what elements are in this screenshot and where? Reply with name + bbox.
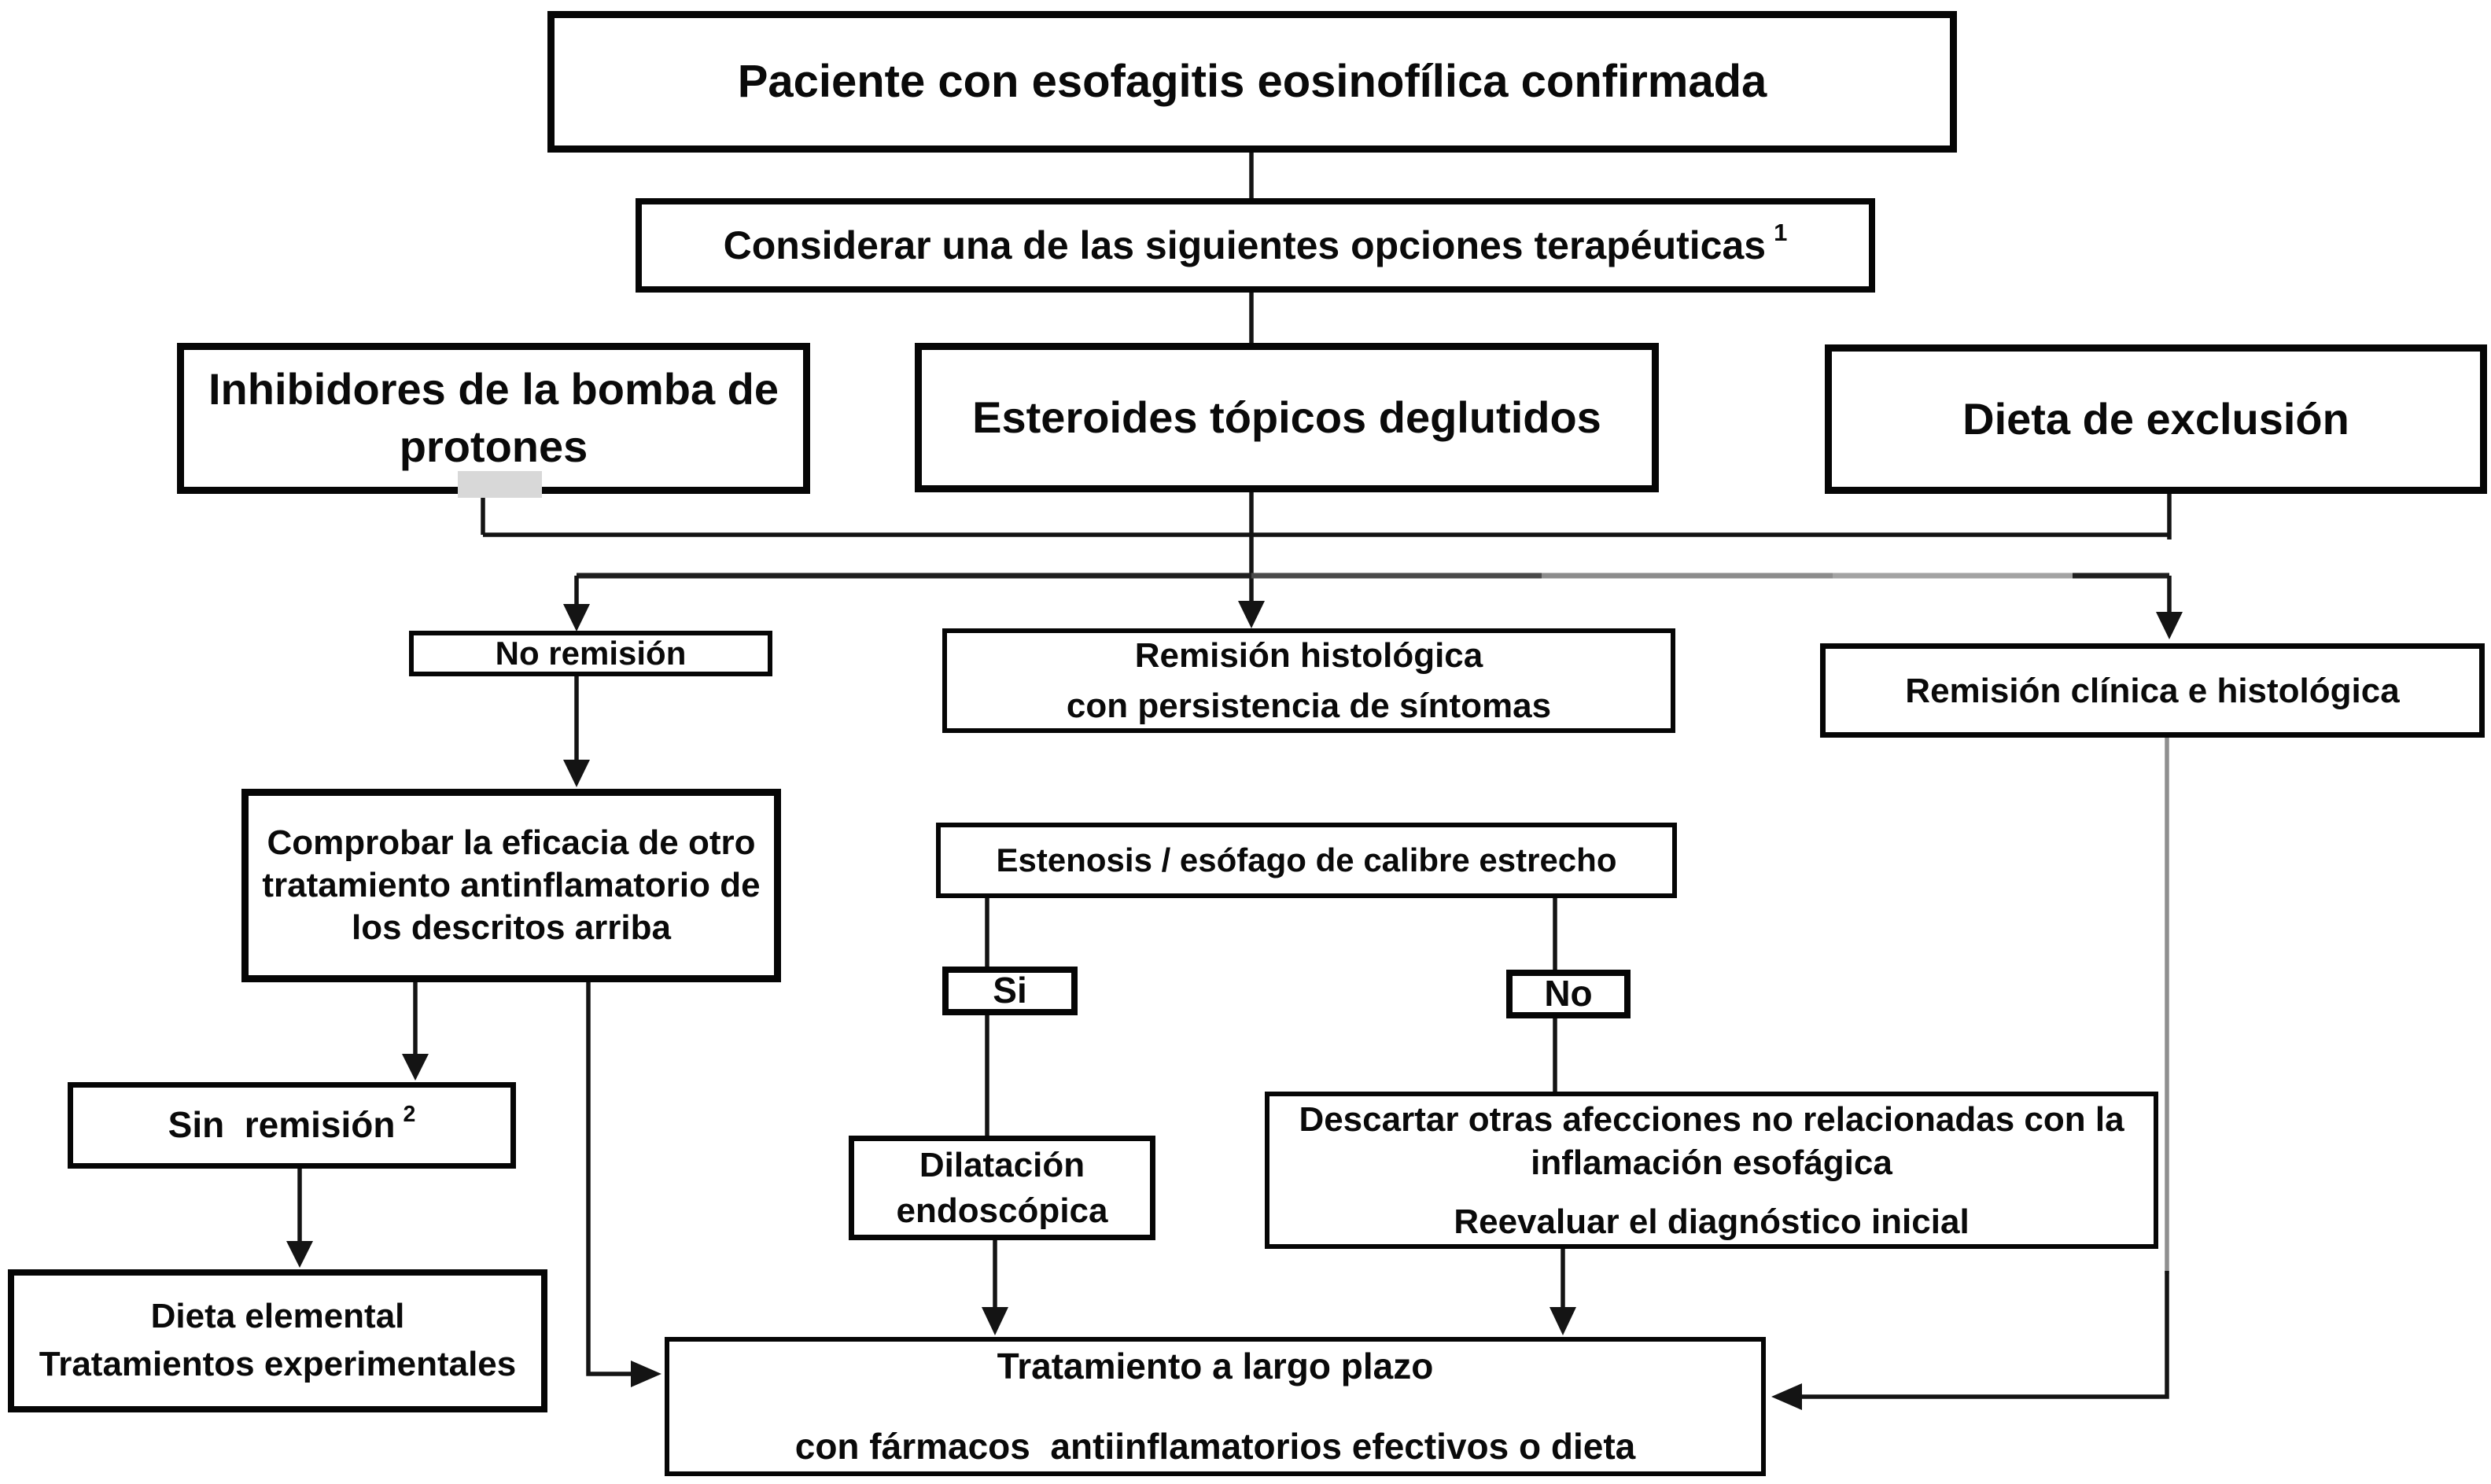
- node-yes-label: Si: [993, 970, 1027, 1011]
- node-stenosis-label: Estenosis / esófago de calibre estrecho: [996, 841, 1617, 878]
- node-histologic-line2: con persistencia de síntomas: [1066, 686, 1552, 725]
- arrowhead-elemental: [286, 1241, 313, 1268]
- node-exclusion-diet: Dieta de exclusión: [1825, 344, 2487, 494]
- node-histologic-remission: Remisión histológica con persistencia de…: [942, 628, 1675, 733]
- arrowhead-clinical: [2156, 612, 2183, 639]
- node-check-efficacy-label: Comprobar la eficacia de otro tratamient…: [262, 823, 761, 947]
- node-elemental-para1: Dieta elemental: [150, 1297, 405, 1336]
- node-steroids-label: Esteroides tópicos deglutidos: [972, 392, 1601, 442]
- arrowhead-longterm-top1: [982, 1307, 1008, 1335]
- footnote-2: 2: [403, 1101, 416, 1127]
- node-patient-label: Paciente con esofagitis eosinofílica con…: [737, 55, 1767, 107]
- node-consider-options: Considerar una de las siguientes opcione…: [636, 198, 1875, 293]
- node-clinical-label: Remisión clínica e histológica: [1905, 671, 2400, 710]
- node-dilation-line2: endoscópica: [896, 1191, 1108, 1230]
- footnote-1: 1: [1774, 219, 1788, 247]
- node-no: No: [1506, 970, 1631, 1018]
- node-longterm-line2: con fármacos antiinflamatorios efectivos…: [794, 1425, 1636, 1467]
- node-yes: Si: [942, 967, 1078, 1015]
- node-discard-para1: Descartar otras afecciones no relacionad…: [1299, 1099, 2124, 1182]
- node-endoscopic-dilation: Dilatación endoscópica: [849, 1136, 1155, 1240]
- node-discard-para2: Reevaluar el diagnóstico inicial: [1454, 1202, 1970, 1241]
- node-diet-label: Dieta de exclusión: [1962, 394, 2349, 444]
- node-check-efficacy: Comprobar la eficacia de otro tratamient…: [241, 789, 781, 982]
- arrowhead-noremision: [563, 604, 590, 632]
- node-elemental-para2: Tratamientos experimentales: [39, 1345, 517, 1383]
- arrowhead-check: [563, 760, 590, 787]
- arrowhead-longterm-left: [631, 1361, 661, 1387]
- node-proton-pump-inhibitors: Inhibidores de la bomba de protones: [177, 343, 810, 498]
- node-no-remission-label: No remisión: [495, 634, 687, 672]
- edge-check-longterm: [586, 982, 632, 1376]
- highlight-smudge: [458, 471, 542, 498]
- arrowhead-histologic: [1238, 601, 1265, 628]
- node-consider-label: Considerar una de las siguientes opcione…: [723, 219, 1788, 267]
- node-dilation-line1: Dilatación: [919, 1146, 1085, 1185]
- node-topical-steroids: Esteroides tópicos deglutidos: [915, 343, 1659, 492]
- arrowhead-sinremision: [402, 1054, 429, 1081]
- node-longterm-line1: Tratamiento a largo plazo: [997, 1346, 1434, 1386]
- node-ppi-label: Inhibidores de la bomba de protones: [208, 364, 779, 471]
- arrowhead-longterm-top2: [1550, 1307, 1576, 1335]
- node-discard-other-conditions: Descartar otras afecciones no relacionad…: [1265, 1092, 2158, 1249]
- node-stenosis: Estenosis / esófago de calibre estrecho: [936, 823, 1677, 898]
- node-elemental-diet: Dieta elemental Tratamientos experimenta…: [8, 1269, 547, 1412]
- node-longterm-treatment: Tratamiento a largo plazo con fármacos a…: [665, 1337, 1766, 1476]
- node-clinical-histologic-remission: Remisión clínica e histológica: [1820, 643, 2485, 738]
- node-histologic-line1: Remisión histológica: [1134, 635, 1483, 675]
- edge-clinical-longterm: [1800, 1271, 2169, 1399]
- node-patient-confirmed: Paciente con esofagitis eosinofílica con…: [547, 11, 1957, 153]
- node-no-remission: No remisión: [409, 631, 772, 676]
- arrowhead-longterm-right: [1771, 1383, 1802, 1410]
- node-no-label: No: [1544, 973, 1593, 1014]
